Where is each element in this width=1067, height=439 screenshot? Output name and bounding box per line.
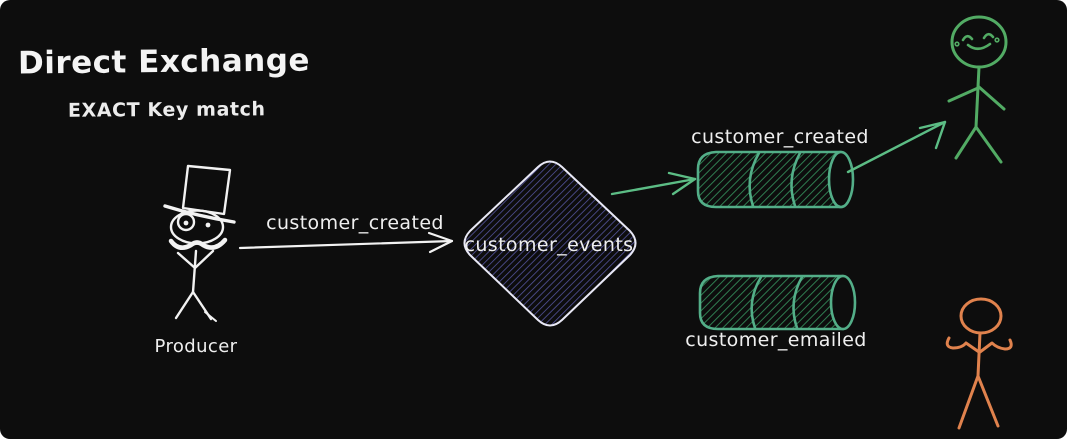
consumer-shrug-arm-right [978, 338, 1013, 354]
arrow-line [610, 177, 697, 196]
queue-divider [792, 275, 804, 330]
hat-brim [163, 204, 236, 224]
producer-eye [205, 222, 211, 228]
exchange-diamond: customer_events [463, 160, 637, 327]
arrow-line [238, 239, 454, 250]
consumer-body [976, 331, 982, 378]
queue-customer-created [696, 150, 855, 209]
consumer-eye-right [982, 32, 995, 40]
queue-divider [750, 275, 763, 330]
consumer-head [959, 297, 1003, 335]
monocle-icon [176, 212, 196, 232]
producer-foot [204, 311, 217, 322]
monocle-pupil [183, 220, 189, 226]
happy-stick-figure-icon [947, 15, 1008, 164]
queue-customer-emailed [698, 274, 857, 331]
arrow-line [846, 120, 947, 174]
consumer-eye-left [961, 34, 974, 42]
queue-end-cap [827, 150, 855, 209]
producer-label: Producer [155, 336, 238, 357]
shrugging-stick-figure-icon [945, 297, 1013, 430]
consumer-arm-left [947, 86, 980, 103]
queue-customer-emailed-label: customer_emailed [685, 329, 867, 351]
arrow-head [427, 231, 454, 254]
producer-legs [174, 290, 213, 321]
producer-figure [163, 164, 236, 322]
queue-body [696, 150, 843, 209]
mustache-icon [168, 237, 228, 250]
queue-divider [790, 151, 802, 208]
consumer-arm-right [977, 85, 1006, 111]
producer-to-exchange-arrow [238, 231, 454, 254]
consumer-legs [954, 125, 1003, 164]
consumer-shrug-arm-left [945, 336, 981, 354]
producer-body [191, 249, 198, 294]
consumer-body [974, 65, 981, 129]
arrow-head [918, 120, 947, 150]
consumer-cheek-dot-left [954, 41, 960, 47]
queue-end-cap [829, 274, 857, 331]
queue-to-consumer-arrow [846, 120, 947, 174]
producer-arms [176, 249, 215, 270]
queue-divider [748, 151, 761, 208]
top-hat-icon [181, 164, 232, 216]
queue-body [698, 274, 845, 331]
consumer-cheek-dot-right [994, 37, 1000, 43]
exchange-label: customer_events [465, 234, 634, 256]
exchange-diamond-shape [463, 160, 637, 327]
arrow-head [667, 171, 697, 196]
consumer-legs [957, 374, 1000, 430]
exchange-to-queue-arrow [610, 171, 697, 196]
routing-key-label: customer_created [266, 212, 444, 234]
queue-customer-created-label: customer_created [691, 126, 869, 148]
consumer-smile [966, 42, 992, 51]
